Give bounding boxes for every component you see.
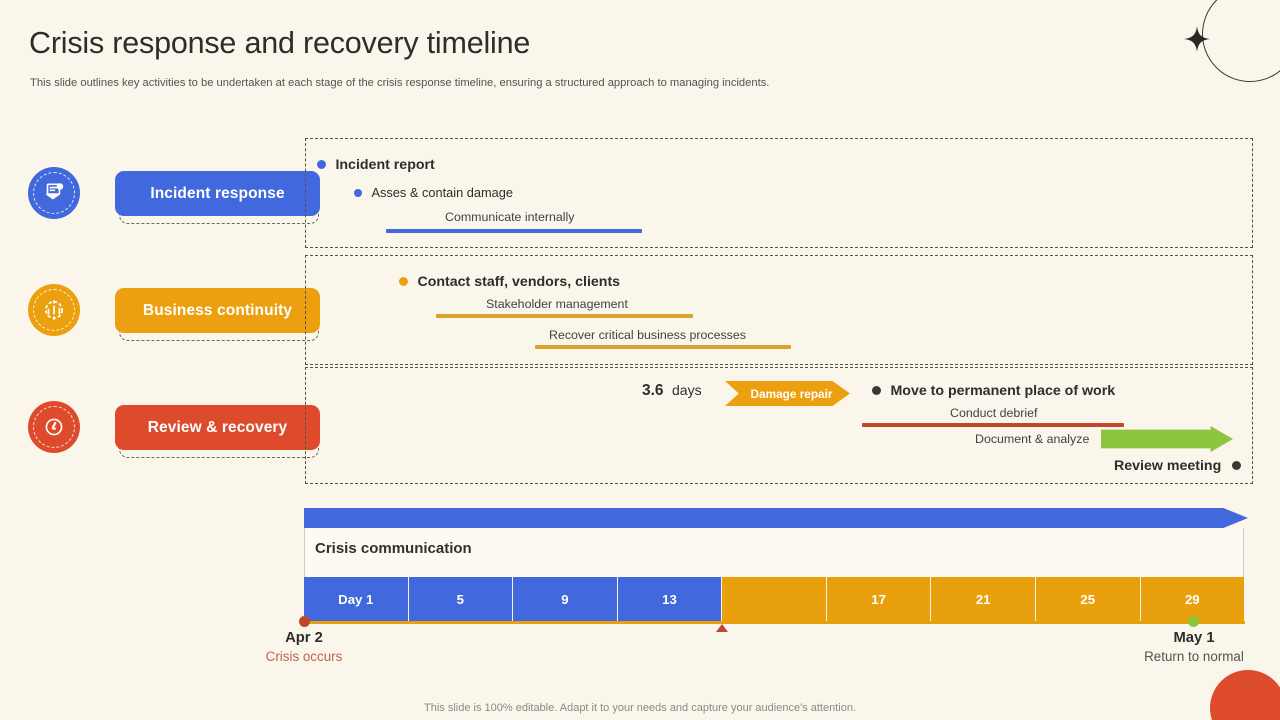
incident-report-icon xyxy=(28,167,80,219)
page-subtitle: This slide outlines key activities to be… xyxy=(30,77,770,89)
magnifier-tool-icon xyxy=(28,401,80,453)
timeline-track: Crisis communication xyxy=(304,528,1244,580)
duration-label: 3.6 days xyxy=(642,382,702,399)
damage-repair-chevron[interactable]: Damage repair xyxy=(725,381,850,406)
start-dot-marker xyxy=(299,616,310,627)
sparkle-star-icon xyxy=(1184,26,1210,52)
midpoint-triangle-marker xyxy=(716,624,728,632)
bullet-icon xyxy=(399,277,408,287)
timeline-cell[interactable]: 5 xyxy=(408,577,514,622)
bullet-icon xyxy=(872,386,881,396)
task-label: Recover critical business processes xyxy=(549,328,746,342)
timeline-top-arrow xyxy=(304,508,1248,528)
timeline-cell[interactable]: 25 xyxy=(1035,577,1141,622)
category-chip-label[interactable]: Review & recovery xyxy=(115,405,320,450)
category-chip-label[interactable]: Incident response xyxy=(115,171,320,216)
task-label: Communicate internally xyxy=(445,210,575,224)
task-bar xyxy=(535,345,791,349)
timeline-cell[interactable]: 29 xyxy=(1140,577,1245,622)
document-analyze-arrow[interactable] xyxy=(1101,426,1233,452)
timeline-cell[interactable]: 17 xyxy=(826,577,932,622)
bar-chart-icon xyxy=(28,284,80,336)
end-date-block: May 1 Return to normal xyxy=(1144,630,1244,664)
bullet-icon xyxy=(354,188,362,197)
list-item: Asses & contain damage xyxy=(354,184,513,202)
timeline-cell[interactable]: Day 1 xyxy=(304,577,409,622)
task-bar xyxy=(386,229,642,233)
footer-note: This slide is 100% editable. Adapt it to… xyxy=(424,702,856,714)
timeline-baseline xyxy=(304,621,1245,624)
list-item: Contact staff, vendors, clients xyxy=(399,273,620,291)
timeline-cell[interactable]: 21 xyxy=(931,577,1036,622)
task-label: Stakeholder management xyxy=(486,297,628,311)
timeline-cell[interactable]: 13 xyxy=(617,577,723,622)
business-continuity-row: Contact staff, vendors, clients Stakehol… xyxy=(305,255,1253,365)
review-recovery-row: 3.6 days Damage repair Move to permanent… xyxy=(305,367,1253,484)
incident-response-row: Incident report Asses & contain damage C… xyxy=(305,138,1253,248)
bullet-icon xyxy=(1231,461,1241,471)
page-title: Crisis response and recovery timeline xyxy=(29,26,531,60)
task-label: Conduct debrief xyxy=(950,406,1038,420)
task-label: Document & analyze xyxy=(975,432,1090,446)
start-date-block: Apr 2 Crisis occurs xyxy=(265,630,343,664)
bullet-icon xyxy=(317,160,326,170)
timeline-cell[interactable]: 9 xyxy=(513,577,618,622)
timeline-cell[interactable] xyxy=(722,577,827,622)
list-item: Incident report xyxy=(317,156,435,174)
list-item: Review meeting xyxy=(1114,457,1241,475)
decorative-circle-outline xyxy=(1202,0,1280,82)
list-item: Move to permanent place of work xyxy=(872,382,1115,400)
category-chip-label[interactable]: Business continuity xyxy=(115,288,320,333)
end-dot-marker xyxy=(1188,616,1199,627)
task-bar xyxy=(862,423,1124,427)
timeline-track-label: Crisis communication xyxy=(315,540,472,557)
task-bar xyxy=(436,314,693,318)
